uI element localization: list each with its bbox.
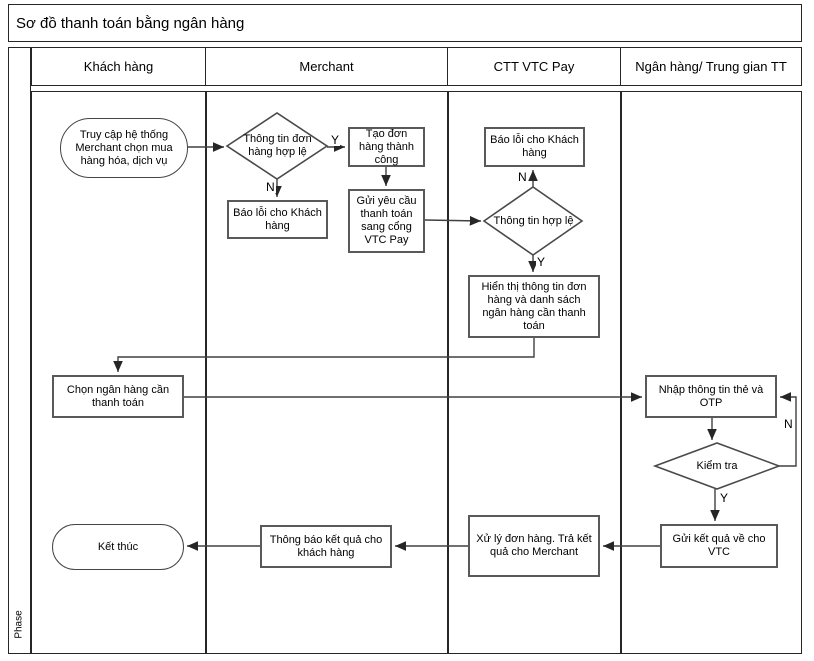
phase-label: Phase [14,609,26,639]
node-end-label: Kết thúc [97,540,139,553]
node-create-order-label: Tạo đơn hàng thành công [358,127,415,166]
node-vtc-error-label: Báo lỗi cho Khách hàng [490,134,579,159]
lane-header-bank-label: Ngân hàng/ Trung gian TT [635,59,787,74]
node-create-order: Tạo đơn hàng thành công [348,127,425,167]
node-merchant-error-label: Báo lỗi cho Khách hàng [233,206,322,232]
lane-header-vtcpay-label: CTT VTC Pay [493,59,575,74]
branch-label-no-ordervalid: N [265,180,276,194]
phase-label-wrap: Phase [8,598,31,650]
node-start-terminator: Truy cập hệ thống Merchant chọn mua hàng… [60,118,188,178]
decision-info-valid-text: Thông tin hợp lệ [493,214,574,227]
node-notify-customer: Thông báo kết quả cho khách hàng [260,525,392,568]
lane-header-merchant-label: Merchant [299,59,354,74]
lane-header-merchant: Merchant [205,47,448,86]
node-notify-customer-label: Thông báo kết quả cho khách hàng [269,533,383,559]
lane-header-bank: Ngân hàng/ Trung gian TT [620,47,802,86]
lane-header-vtcpay: CTT VTC Pay [447,47,621,86]
node-send-result-vtc-label: Gửi kết quả về cho VTC [672,533,766,558]
decision-check-text: Kiểm tra [696,459,738,472]
lane-header-customer: Khách hàng [31,47,206,86]
node-enter-card-otp: Nhập thông tin thẻ và OTP [645,375,777,418]
node-start-label: Truy cập hệ thống Merchant chọn mua hàng… [75,128,173,167]
node-process-order-label: Xử lý đơn hàng. Trả kết quả cho Merchant [476,533,592,558]
branch-label-yes-check: Y [719,491,730,505]
node-show-order-info-label: Hiển thị thông tin đơn hàng và danh sách… [481,280,587,332]
node-show-order-info: Hiển thị thông tin đơn hàng và danh sách… [468,275,600,338]
node-send-payment-request: Gửi yêu cầu thanh toán sang cổng VTC Pay [348,189,425,253]
node-end-terminator: Kết thúc [52,524,184,570]
node-send-result-vtc: Gửi kết quả về cho VTC [660,524,778,568]
node-choose-bank-label: Chọn ngân hàng cần thanh toán [66,383,170,409]
node-process-order: Xử lý đơn hàng. Trả kết quả cho Merchant [468,515,600,577]
lane-divider-2 [447,91,449,654]
branch-label-no-infovalid: N [517,170,528,184]
branch-label-yes-infovalid: Y [536,255,547,269]
diagram-title-bar: Sơ đồ thanh toán bằng ngân hàng [8,4,802,42]
node-vtc-error: Báo lỗi cho Khách hàng [484,127,585,167]
lane-header-customer-label: Khách hàng [83,59,154,74]
lane-divider-1 [205,91,207,654]
node-enter-card-otp-label: Nhập thông tin thẻ và OTP [658,383,764,409]
lane-divider-3 [620,91,622,654]
branch-label-no-check: N [783,417,794,431]
node-choose-bank: Chọn ngân hàng cần thanh toán [52,375,184,418]
diagram-title: Sơ đồ thanh toán bằng ngân hàng [16,14,245,32]
node-merchant-error: Báo lỗi cho Khách hàng [227,200,328,239]
phase-strip [8,47,31,654]
decision-order-valid-text: Thông tin đơn hàng hợp lệ [243,133,312,158]
branch-label-yes-ordervalid: Y [330,133,341,147]
node-send-payment-request-label: Gửi yêu cầu thanh toán sang cổng VTC Pay [356,195,417,246]
